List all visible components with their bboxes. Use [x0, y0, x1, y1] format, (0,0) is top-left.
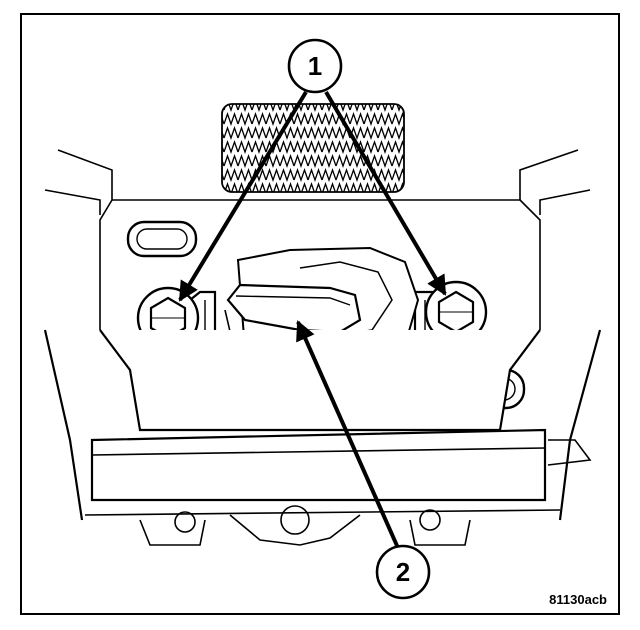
- bottom-details: [84, 505, 561, 546]
- lower-cross-member: [43, 329, 602, 521]
- callout-2-label: 2: [396, 557, 410, 587]
- callout-2: 2: [375, 544, 431, 600]
- release-lever: [224, 283, 362, 349]
- leader-2: [296, 320, 400, 549]
- figure-code: 81130acb: [549, 592, 607, 607]
- left-slot: [126, 220, 198, 258]
- grille-pad: [221, 103, 405, 193]
- right-side-notch: [547, 439, 592, 466]
- leader-1-left: [178, 90, 308, 302]
- callout-leaders: [178, 90, 447, 549]
- callout-1: 1: [287, 38, 343, 94]
- upper-body-panel: [44, 149, 591, 330]
- leader-1-right: [324, 90, 447, 296]
- callout-1-label: 1: [308, 51, 322, 81]
